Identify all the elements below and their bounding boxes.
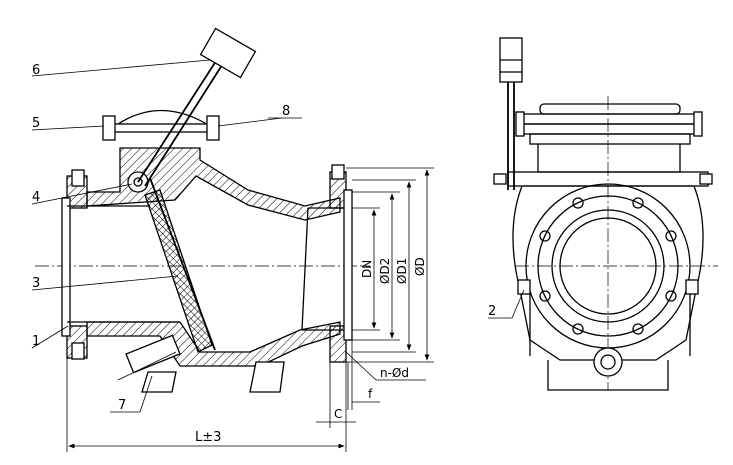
front-bonnet-band-3 (529, 133, 691, 145)
lever-arm (137, 57, 219, 183)
front-bolt-right (693, 111, 703, 137)
dim-d1: ØD1 (395, 258, 409, 284)
flange-bolt-top-left (71, 169, 85, 187)
bonnet-dome (114, 109, 211, 127)
outlet-flange-face (343, 189, 353, 341)
front-bolt-left (515, 111, 525, 137)
lever-arm-2 (144, 61, 225, 187)
lower-bolt-block (125, 334, 181, 374)
support-foot-right (249, 361, 285, 393)
callout-4: 4 (32, 190, 40, 205)
callout-3: 3 (32, 276, 40, 291)
inlet-flange-face (61, 197, 71, 337)
callout-7: 7 (118, 398, 126, 413)
bonnet-bolt-right (206, 115, 220, 141)
front-body-outline (512, 185, 704, 361)
dim-f: f (368, 387, 373, 401)
flange-bolt-bottom-left (71, 342, 85, 360)
front-upper-body (537, 144, 681, 173)
front-flange-bolt-circle (537, 195, 679, 337)
dim-d: ØD (413, 257, 427, 276)
dimensions-side: DN ØD2 ØD1 ØD n-Ød f C L±3 (66, 167, 434, 452)
front-shaft-nut-left (493, 173, 507, 185)
callout-5: 5 (32, 116, 40, 131)
side-section-view (35, 27, 370, 393)
hinge-pivot-inner (133, 177, 143, 187)
front-bolt-holes (539, 197, 677, 335)
front-shaft-nut-right (699, 173, 713, 185)
callouts-side: 6 5 8 4 3 1 7 (31, 59, 302, 413)
front-bore-inner (559, 217, 657, 315)
disc-seat-line (149, 177, 216, 351)
upper-body-wall (86, 147, 341, 221)
front-base (547, 360, 669, 391)
support-foot-left (141, 371, 177, 393)
flange-bolt-top-right (331, 164, 345, 180)
callout-2: 2 (488, 304, 496, 319)
front-drain-inner (600, 354, 616, 370)
front-bonnet-band-1 (521, 113, 699, 125)
dim-c: C (334, 407, 342, 421)
callout-6: 6 (32, 63, 40, 78)
front-bonnet-band-2 (521, 123, 699, 135)
counterweight (199, 27, 257, 79)
dim-dn: DN (360, 260, 374, 278)
dim-d2: ØD2 (378, 258, 392, 284)
outlet-inner-left (301, 207, 309, 331)
front-drain-outer (593, 347, 623, 377)
lower-bolt-shaft (117, 351, 177, 381)
front-bore-outer (551, 209, 665, 323)
bonnet-bolt-left (102, 115, 116, 141)
outlet-flange-bottom (329, 325, 347, 363)
front-lug-left (517, 279, 531, 295)
dim-length: L±3 (195, 430, 221, 445)
dim-bolt-holes: n-Ød (380, 366, 409, 380)
callout-8: 8 (282, 104, 290, 119)
callout-1: 1 (32, 334, 40, 349)
bonnet-flange (104, 123, 218, 133)
front-lug-right (685, 279, 699, 295)
front-bonnet-top (539, 103, 681, 115)
front-end-view: 2 (488, 37, 718, 391)
